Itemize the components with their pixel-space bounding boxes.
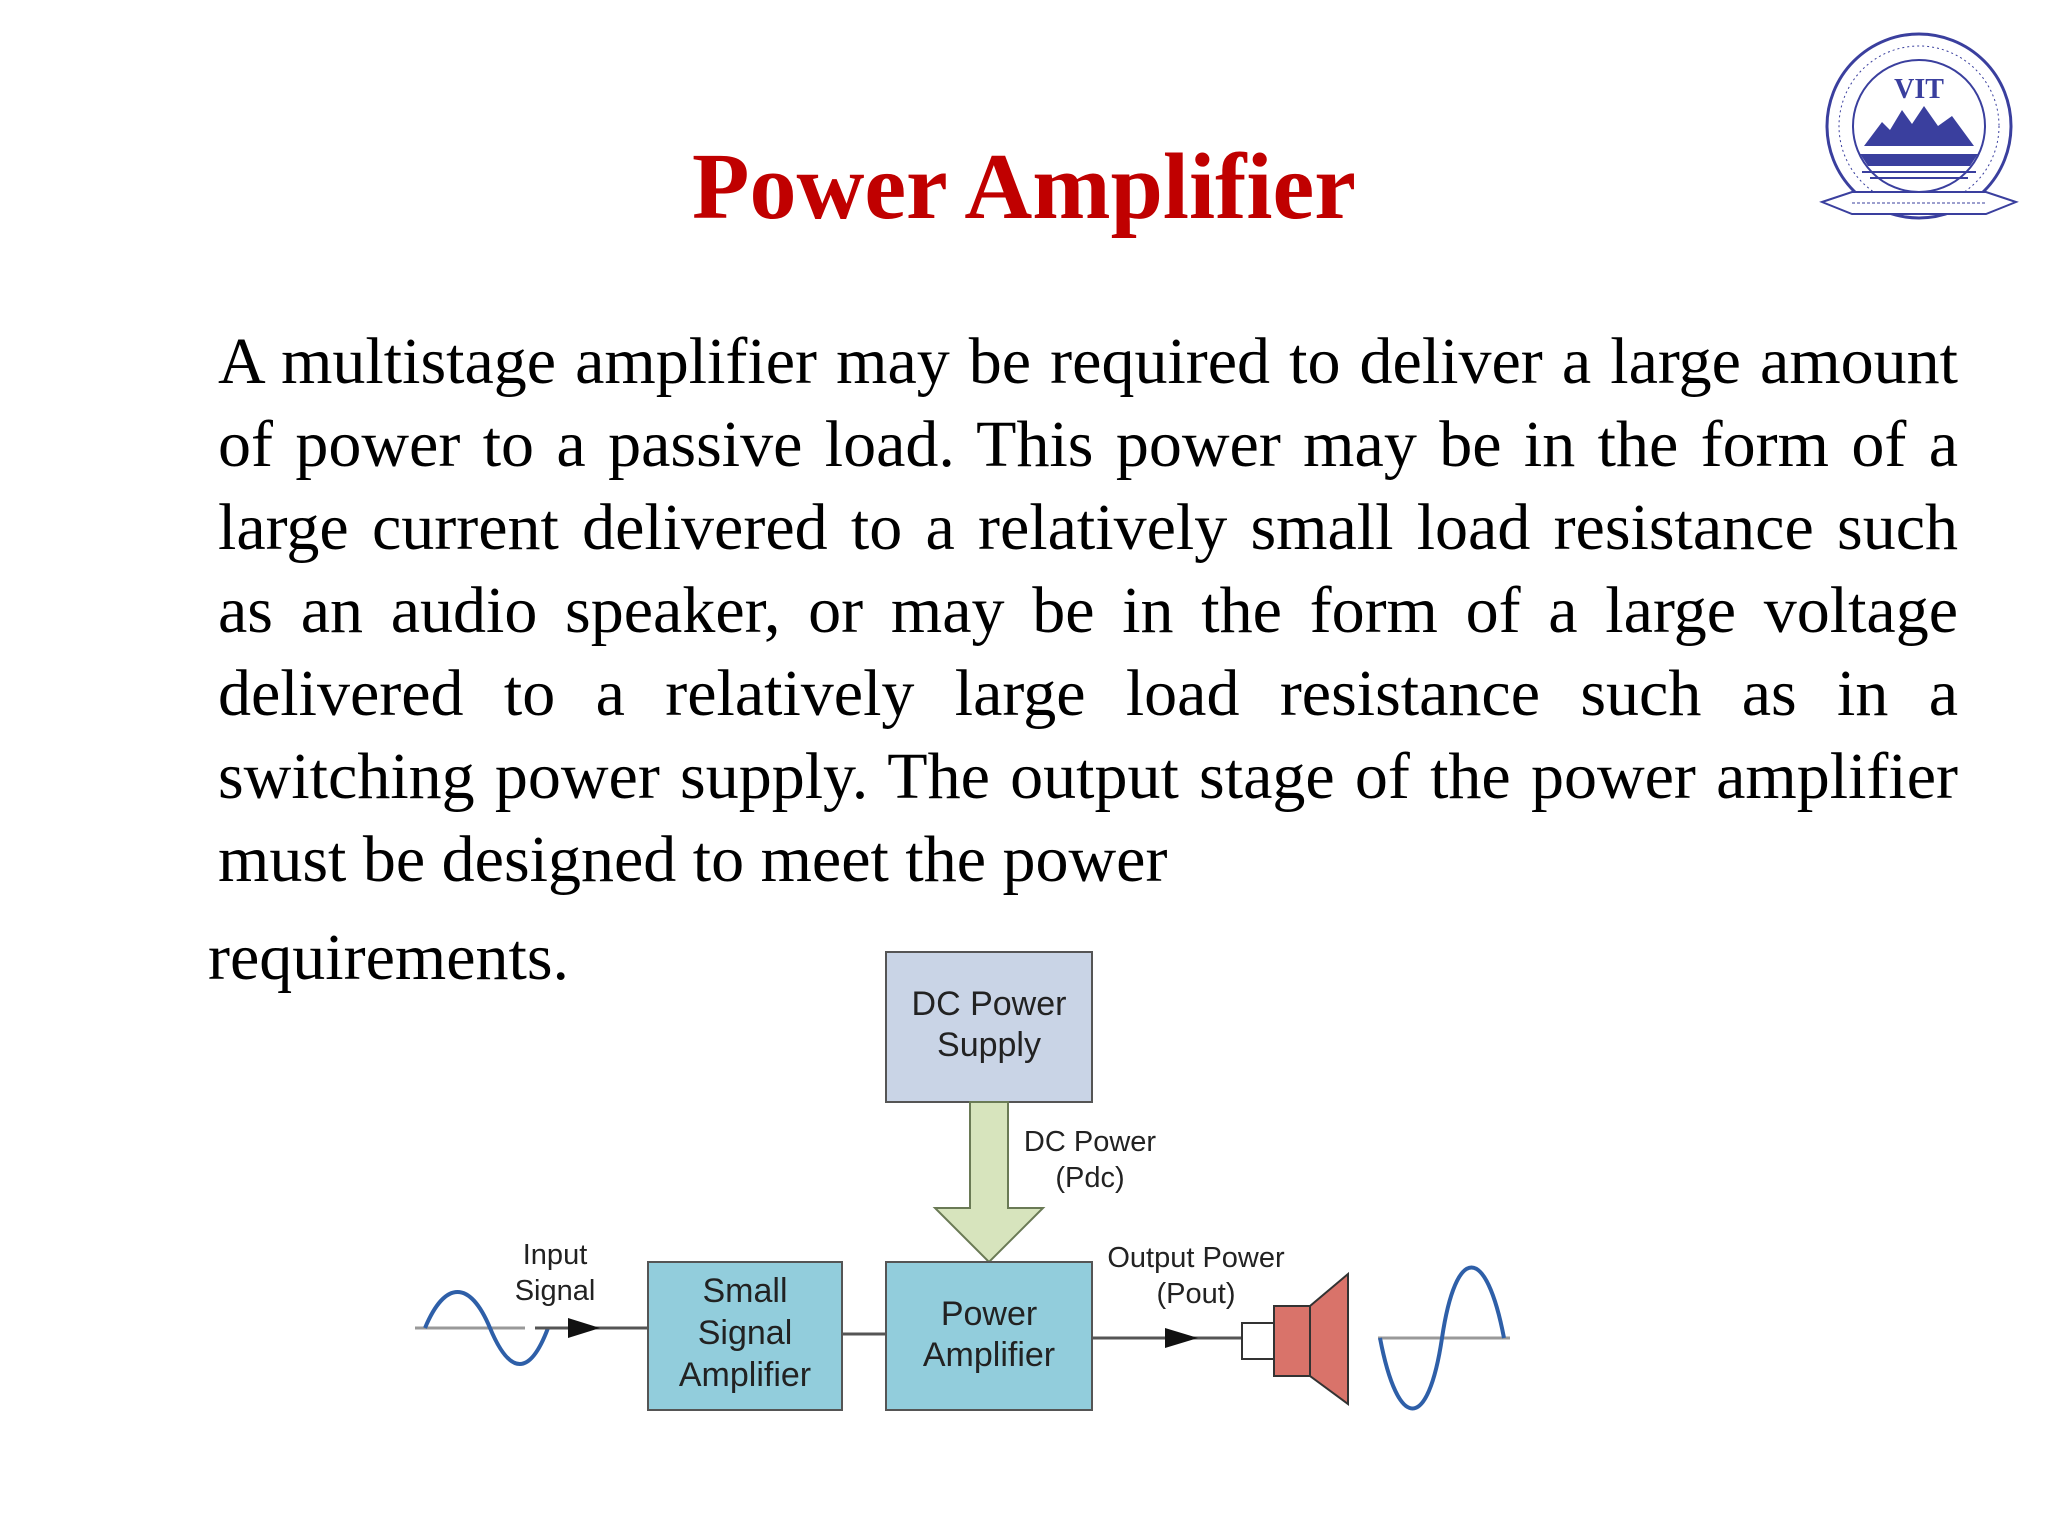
speaker-body	[1273, 1305, 1311, 1377]
logo-center-text: VIT	[1894, 74, 1944, 105]
dc-power-label-line2: (Pdc)	[1055, 1162, 1124, 1194]
small-amp-line3: Amplifier	[679, 1356, 811, 1394]
input-sine-wave	[423, 1290, 550, 1366]
input-arrow-head	[568, 1318, 600, 1338]
dc-supply-line1: DC Power	[912, 985, 1067, 1023]
speaker-magnet	[1241, 1322, 1275, 1360]
slide-title: Power Amplifier	[692, 135, 1356, 239]
output-sine-wave	[1378, 1265, 1506, 1411]
speaker-cone	[1309, 1271, 1349, 1406]
small-signal-amplifier-box	[647, 1261, 843, 1411]
input-label-line2: Signal	[515, 1275, 596, 1307]
dc-power-arrow	[932, 1101, 1046, 1264]
power-amplifier-box	[885, 1261, 1093, 1411]
output-arrow-head	[1165, 1328, 1198, 1348]
dc-power-supply-box	[885, 951, 1093, 1103]
dc-supply-line2: Supply	[937, 1026, 1041, 1064]
small-amp-line1: Small	[702, 1272, 787, 1310]
body-paragraph-last-line: requirements.	[208, 921, 570, 994]
body-paragraph: A multistage amplifier may be required t…	[218, 325, 1958, 896]
vit-logo: VIT	[1819, 32, 2019, 220]
small-amp-line2: Signal	[698, 1314, 793, 1352]
dc-power-label-line1: DC Power	[1024, 1126, 1156, 1158]
input-label-line1: Input	[523, 1239, 588, 1271]
output-label-line1: Output Power	[1107, 1242, 1285, 1274]
power-amp-line2: Amplifier	[923, 1336, 1055, 1374]
power-amp-line1: Power	[941, 1295, 1037, 1333]
output-label-line2: (Pout)	[1157, 1278, 1236, 1310]
